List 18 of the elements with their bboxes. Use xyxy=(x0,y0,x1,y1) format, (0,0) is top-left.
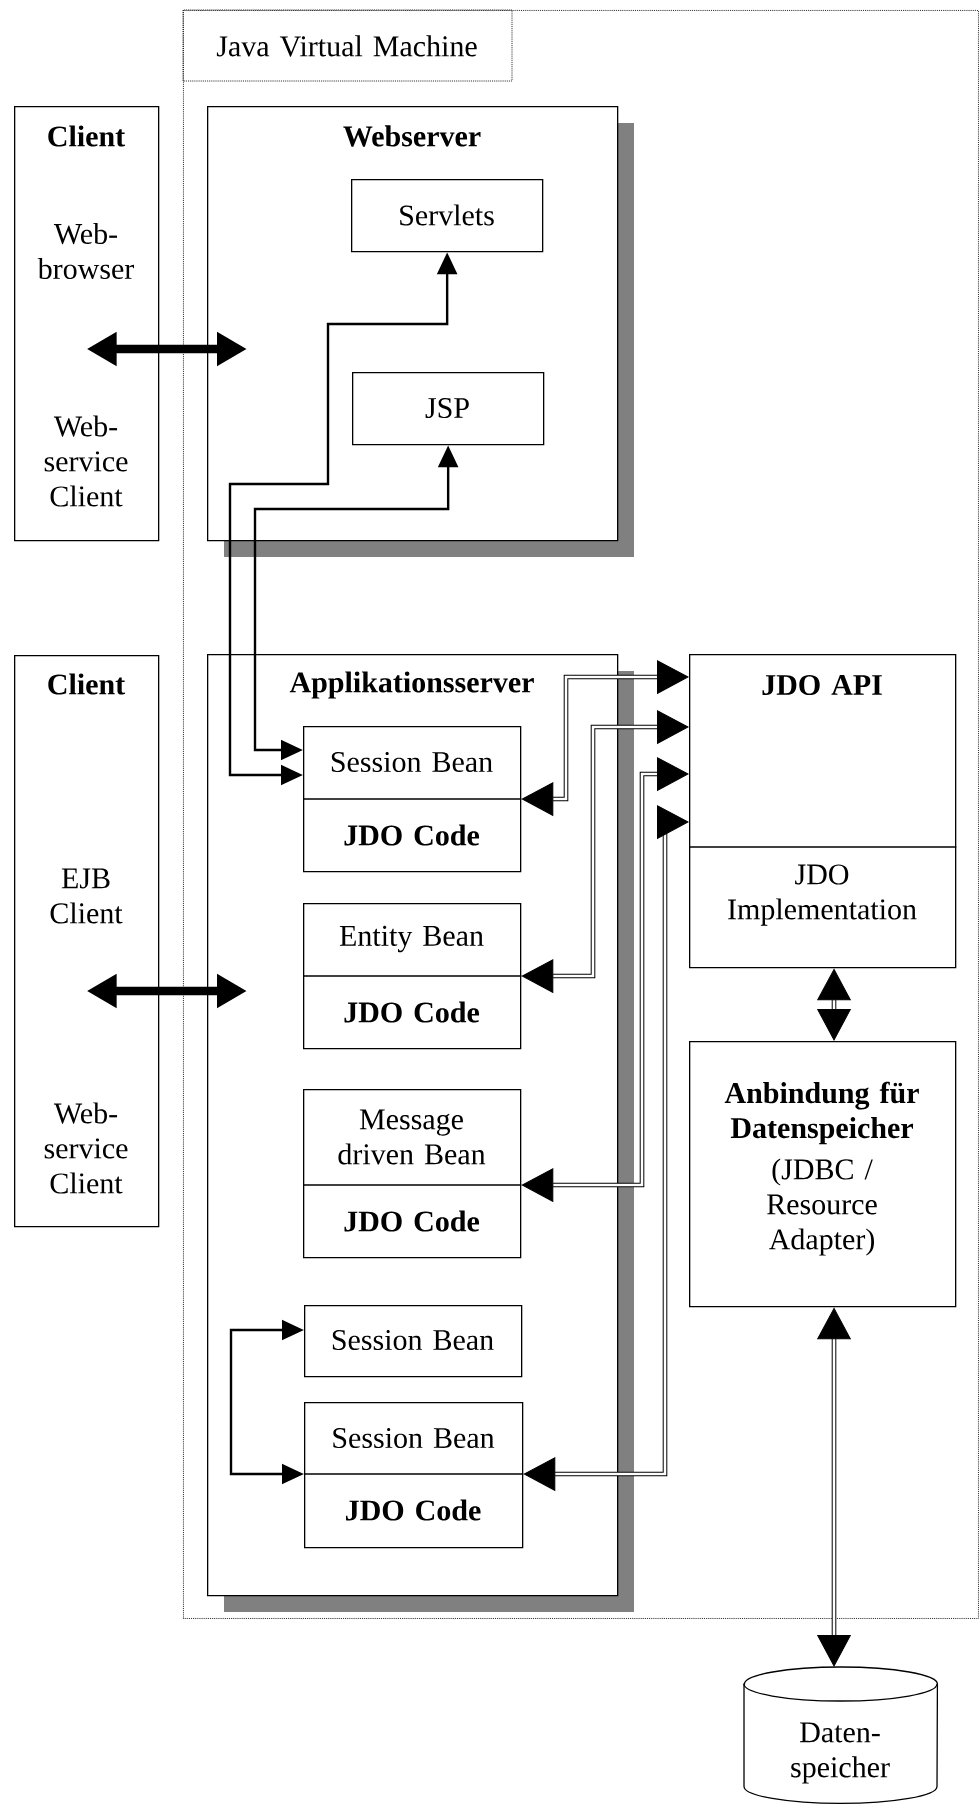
client-box: Client EJB Client Web- service Client xyxy=(14,655,160,1228)
arrow xyxy=(521,660,689,816)
layer-box: Anbindung für Datenspeicher (JDBC / Resource Adapter) xyxy=(689,1041,957,1308)
component-box: Entity Bean JDO Code xyxy=(302,903,522,1050)
arrow xyxy=(817,968,851,1041)
arrow xyxy=(523,805,689,1491)
component-box: JSP xyxy=(352,372,545,446)
component-box: Servlets xyxy=(351,179,544,253)
component-box: Session Bean xyxy=(304,1305,523,1378)
database-cylinder: Daten- speicher xyxy=(743,1666,939,1805)
component-box: Message driven Bean JDO Code xyxy=(302,1089,522,1259)
client-box: Client Web- browser Web- service Client xyxy=(14,106,160,542)
component-box: Session Bean JDO Code xyxy=(302,726,522,873)
layer-box: JDO API JDO Implementation xyxy=(688,654,957,969)
component-box: Session Bean JDO Code xyxy=(303,1402,524,1549)
arrow xyxy=(817,1307,851,1667)
arrow xyxy=(521,710,689,993)
arrow xyxy=(521,757,689,1202)
